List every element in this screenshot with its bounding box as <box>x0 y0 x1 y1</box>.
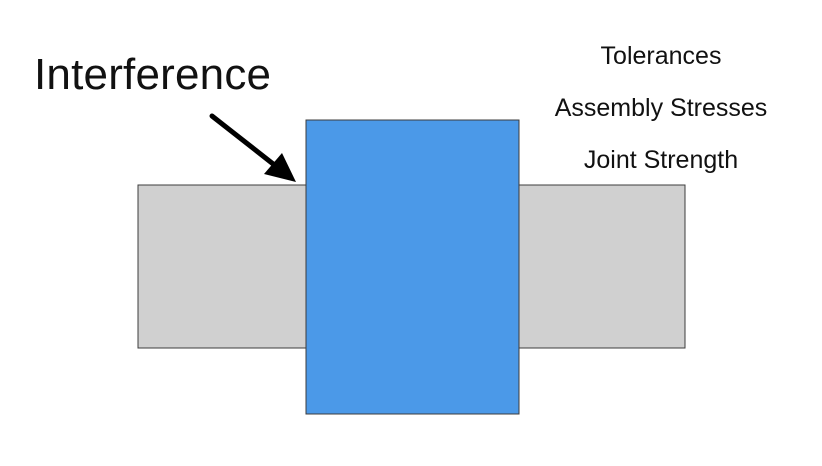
interference-label: Interference <box>34 50 272 99</box>
arrow-icon <box>209 113 296 182</box>
consideration-item: Joint Strength <box>583 146 739 174</box>
considerations-list: Tolerances Assembly Stresses Joint Stren… <box>536 30 786 186</box>
arrow-head <box>264 153 296 182</box>
left-plate <box>137 184 309 349</box>
arrow-shaft <box>209 113 280 170</box>
consideration-item: Tolerances <box>600 42 722 70</box>
right-plate <box>513 184 686 349</box>
consideration-item: Assembly Stresses <box>554 94 768 122</box>
pin <box>305 119 520 415</box>
